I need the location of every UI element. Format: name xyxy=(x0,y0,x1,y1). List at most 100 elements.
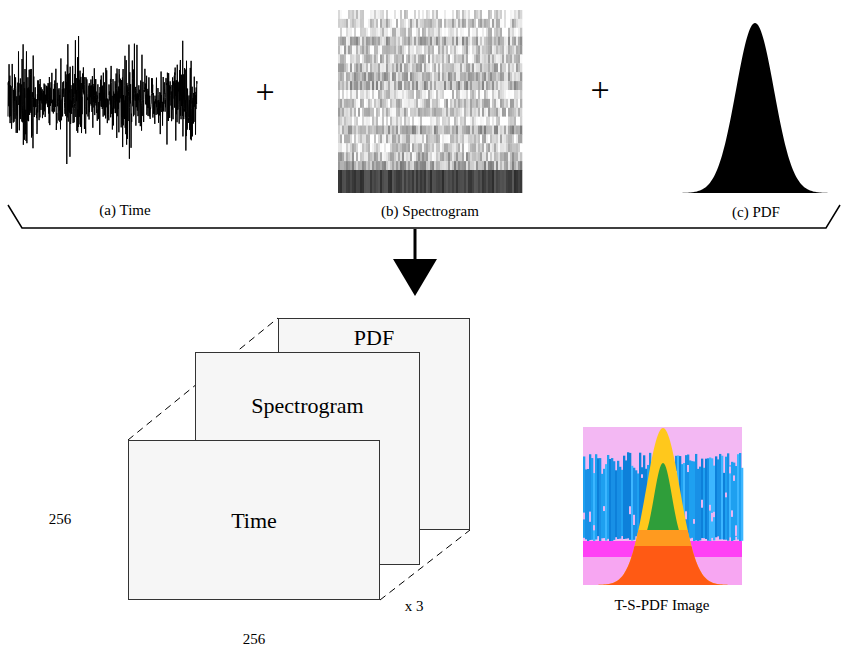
spectrogram-cell xyxy=(356,117,358,126)
spectrogram-cell xyxy=(348,19,350,28)
spectrogram-cell xyxy=(470,28,472,37)
spectrogram-cell xyxy=(360,63,362,72)
spectrogram-cell xyxy=(424,143,426,152)
spectrogram-cell xyxy=(390,54,392,63)
spectrogram-cell xyxy=(448,81,450,90)
spectrogram-cell xyxy=(350,10,352,19)
spectrogram-cell xyxy=(396,134,398,143)
spectrogram-cell xyxy=(372,72,374,81)
tspdf-strip xyxy=(709,505,711,511)
spectrogram-cell xyxy=(386,72,388,81)
spectrogram-cell xyxy=(502,54,504,63)
spectrogram-cell xyxy=(360,72,362,81)
spectrogram-cell xyxy=(498,28,500,37)
spectrogram-cell xyxy=(446,54,448,63)
spectrogram-cell xyxy=(490,99,492,108)
tspdf-strip xyxy=(735,466,737,537)
spectrogram-cell xyxy=(392,152,394,161)
spectrogram-cell xyxy=(482,10,484,19)
spectrogram-cell xyxy=(452,126,454,135)
spectrogram-cell xyxy=(460,134,462,143)
spectrogram-cell xyxy=(372,161,374,170)
spectrogram-cell xyxy=(488,72,490,81)
spectrogram-cell xyxy=(488,143,490,152)
spectrogram-cell xyxy=(342,63,344,72)
spectrogram-cell xyxy=(462,37,464,46)
spectrogram-cell xyxy=(490,117,492,126)
spectrogram-cell xyxy=(506,170,508,193)
spectrogram-cell xyxy=(392,126,394,135)
spectrogram-cell xyxy=(436,117,438,126)
spectrogram-cell xyxy=(348,90,350,99)
spectrogram-cell xyxy=(476,161,478,170)
spectrogram-cell xyxy=(366,54,368,63)
spectrogram-cell xyxy=(476,90,478,99)
spectrogram-cell xyxy=(458,117,460,126)
spectrogram-cell xyxy=(370,90,372,99)
spectrogram-cell xyxy=(454,72,456,81)
spectrogram-cell xyxy=(354,72,356,81)
tspdf-strip xyxy=(593,525,595,530)
spectrogram-cell xyxy=(418,72,420,81)
spectrogram-cell xyxy=(404,28,406,37)
spectrogram-cell xyxy=(486,10,488,19)
spectrogram-cell xyxy=(420,126,422,135)
spectrogram-cell xyxy=(506,152,508,161)
spectrogram-cell xyxy=(476,37,478,46)
spectrogram-cell xyxy=(502,10,504,19)
spectrogram-cell xyxy=(388,126,390,135)
spectrogram-cell xyxy=(392,134,394,143)
spectrogram-cell xyxy=(486,161,488,170)
spectrogram-cell xyxy=(496,117,498,126)
spectrogram-cell xyxy=(458,170,460,193)
spectrogram-cell xyxy=(432,81,434,90)
spectrogram-cell xyxy=(462,46,464,55)
spectrogram-cell xyxy=(416,19,418,28)
spectrogram-cell xyxy=(434,37,436,46)
spectrogram-cell xyxy=(418,81,420,90)
spectrogram-cell xyxy=(500,37,502,46)
spectrogram-cell xyxy=(504,170,506,193)
spectrogram-cell xyxy=(384,63,386,72)
spectrogram-cell xyxy=(512,99,514,108)
spectrogram-cell xyxy=(462,28,464,37)
tspdf-strip xyxy=(583,456,585,537)
spectrogram-cell xyxy=(520,134,522,143)
spectrogram-cell xyxy=(394,28,396,37)
spectrogram-cell xyxy=(440,19,442,28)
spectrogram-cell xyxy=(418,37,420,46)
spectrogram-cell xyxy=(464,63,466,72)
spectrogram-cell xyxy=(396,126,398,135)
spectrogram-cell xyxy=(446,28,448,37)
spectrogram-cell xyxy=(388,161,390,170)
spectrogram-cell xyxy=(428,143,430,152)
spectrogram-cell xyxy=(346,54,348,63)
spectrogram-cell xyxy=(492,170,494,193)
spectrogram-cell xyxy=(514,63,516,72)
spectrogram-cell xyxy=(444,117,446,126)
spectrogram-cell xyxy=(372,28,374,37)
spectrogram-cell xyxy=(392,19,394,28)
spectrogram-cell xyxy=(338,10,340,19)
spectrogram-cell xyxy=(384,90,386,99)
spectrogram-cell xyxy=(358,126,360,135)
spectrogram-cell xyxy=(402,63,404,72)
spectrogram-cell xyxy=(510,63,512,72)
spectrogram-cell xyxy=(490,161,492,170)
spectrogram-cell xyxy=(404,19,406,28)
spectrogram-cell xyxy=(464,54,466,63)
spectrogram-cell xyxy=(470,152,472,161)
spectrogram-cell xyxy=(464,143,466,152)
spectrogram-cell xyxy=(460,46,462,55)
spectrogram-cell xyxy=(412,117,414,126)
spectrogram-cell xyxy=(346,117,348,126)
spectrogram-cell xyxy=(424,63,426,72)
spectrogram-cell xyxy=(420,152,422,161)
spectrogram-cell xyxy=(380,54,382,63)
spectrogram-cell xyxy=(498,117,500,126)
spectrogram-cell xyxy=(372,63,374,72)
spectrogram-cell xyxy=(440,99,442,108)
spectrogram-cell xyxy=(492,54,494,63)
spectrogram-cell xyxy=(480,90,482,99)
tspdf-strip xyxy=(725,457,727,540)
